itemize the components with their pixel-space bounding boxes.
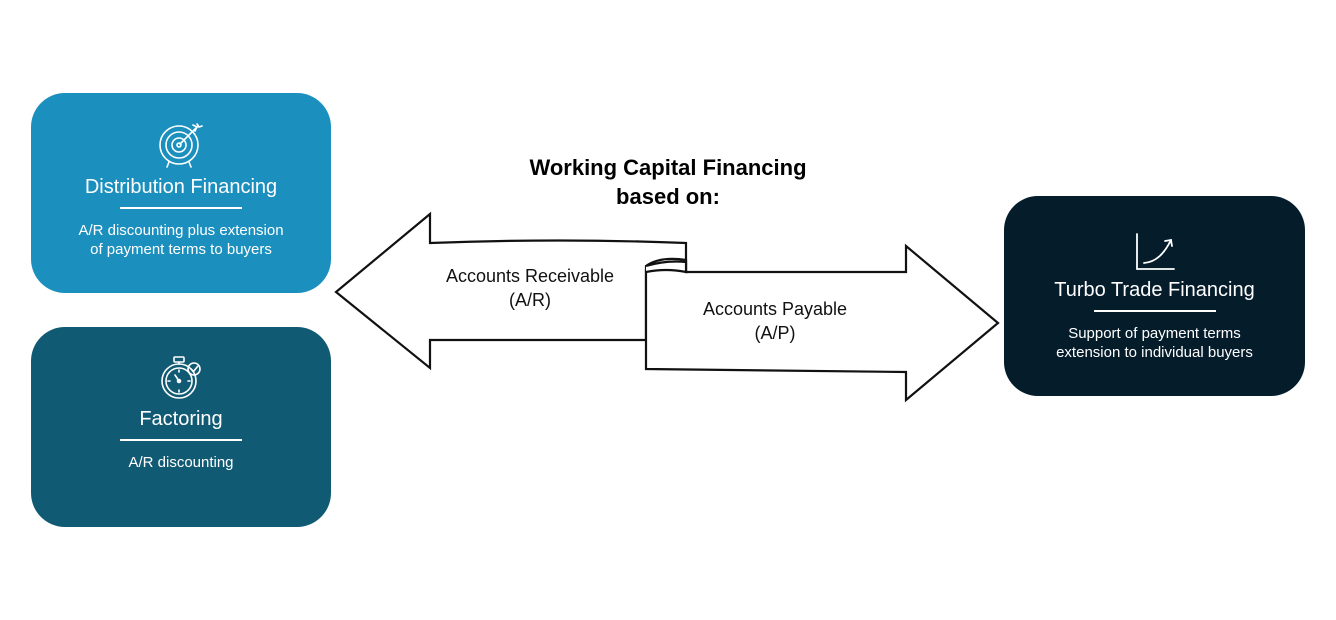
card-title: Factoring	[139, 408, 223, 430]
factoring-card: Factoring A/R discounting	[31, 327, 331, 527]
growth-chart-icon	[1135, 233, 1175, 270]
turbo-trade-financing-card: Turbo Trade Financing Support of payment…	[1004, 196, 1305, 396]
divider	[120, 207, 242, 209]
distribution-financing-card: Distribution Financing A/R discounting p…	[31, 93, 331, 293]
payable-arrow	[644, 243, 1000, 403]
divider	[1093, 310, 1216, 312]
accounts-receivable-label: Accounts Receivable (A/R)	[445, 266, 615, 310]
stopwatch-icon	[161, 356, 201, 399]
target-icon	[159, 123, 203, 168]
card-description: A/R discounting plus extension of paymen…	[78, 222, 284, 258]
card-description: A/R discounting	[128, 454, 234, 471]
card-title: Distribution Financing	[84, 176, 278, 198]
receivable-arrow	[334, 211, 688, 371]
divider	[120, 439, 242, 441]
accounts-payable-label: Accounts Payable (A/P)	[702, 299, 848, 343]
scroll-curl	[645, 260, 688, 274]
card-description: Support of payment terms extension to in…	[1056, 325, 1253, 361]
diagram-heading: Working Capital Financing based on:	[529, 155, 807, 209]
card-title: Turbo Trade Financing	[1054, 279, 1255, 301]
